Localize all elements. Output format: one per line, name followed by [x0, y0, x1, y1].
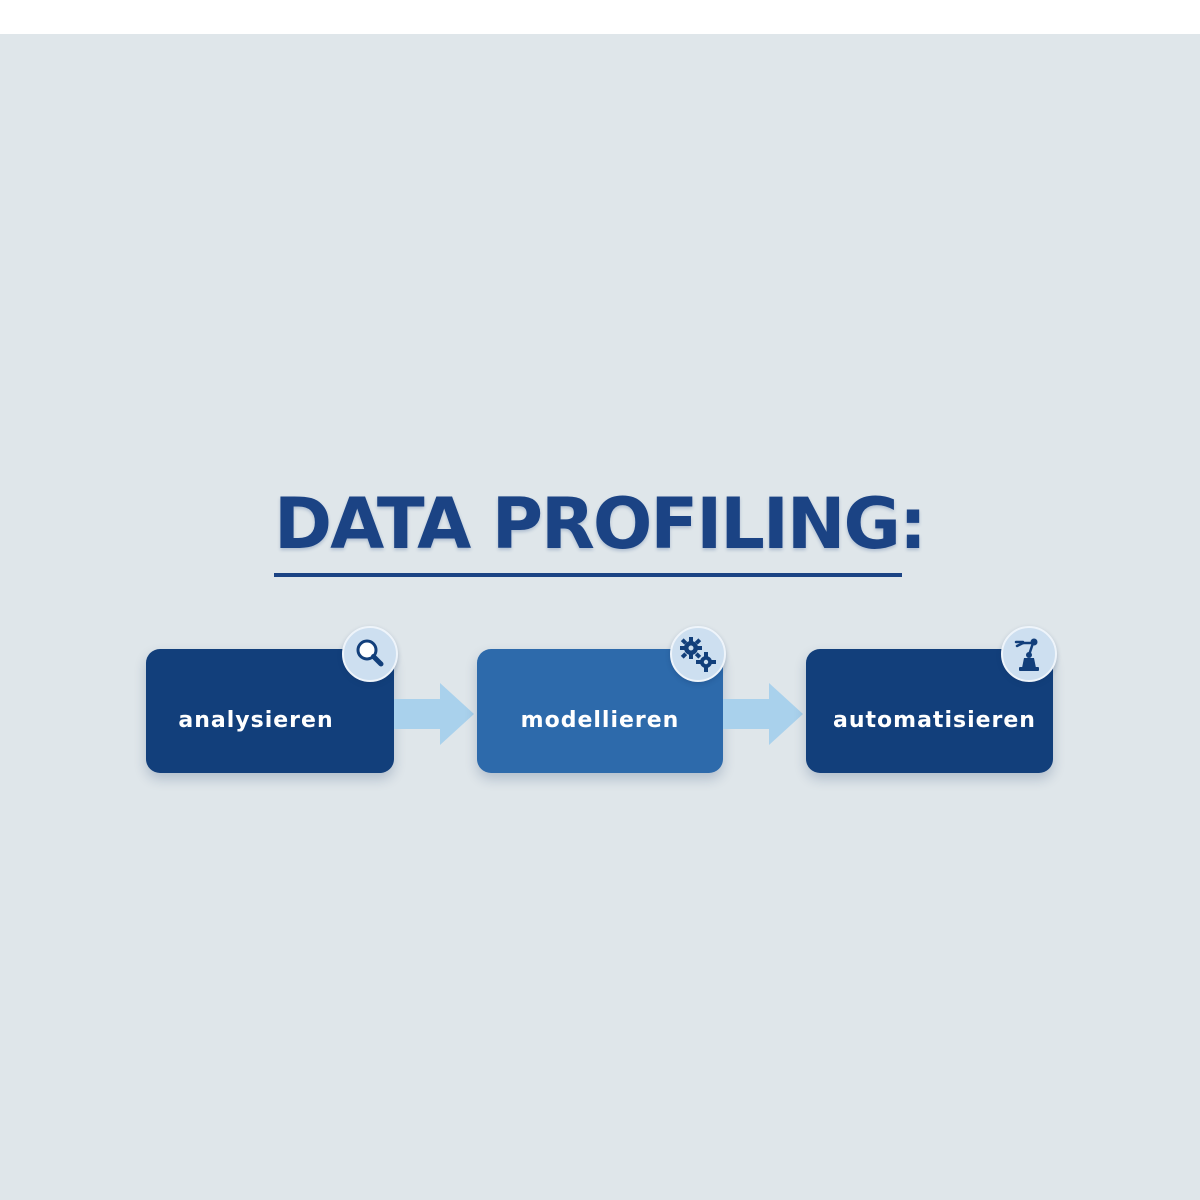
robot-arm-icon: [1001, 626, 1057, 682]
flow-arrow-2: [723, 683, 803, 745]
diagram-canvas: DATA PROFILING:: [0, 34, 1200, 1200]
magnifier-icon: [342, 626, 398, 682]
step-label-automate: automatisieren: [833, 708, 1036, 733]
step-label-model: modellieren: [520, 708, 680, 733]
step-label-analyze: analysieren: [178, 708, 334, 733]
step-automate: automatisieren: [806, 649, 1053, 773]
flow-arrow-1: [394, 683, 474, 745]
gears-icon: [670, 626, 726, 682]
diagram-title: DATA PROFILING:: [274, 483, 927, 565]
title-underline: [274, 573, 902, 577]
